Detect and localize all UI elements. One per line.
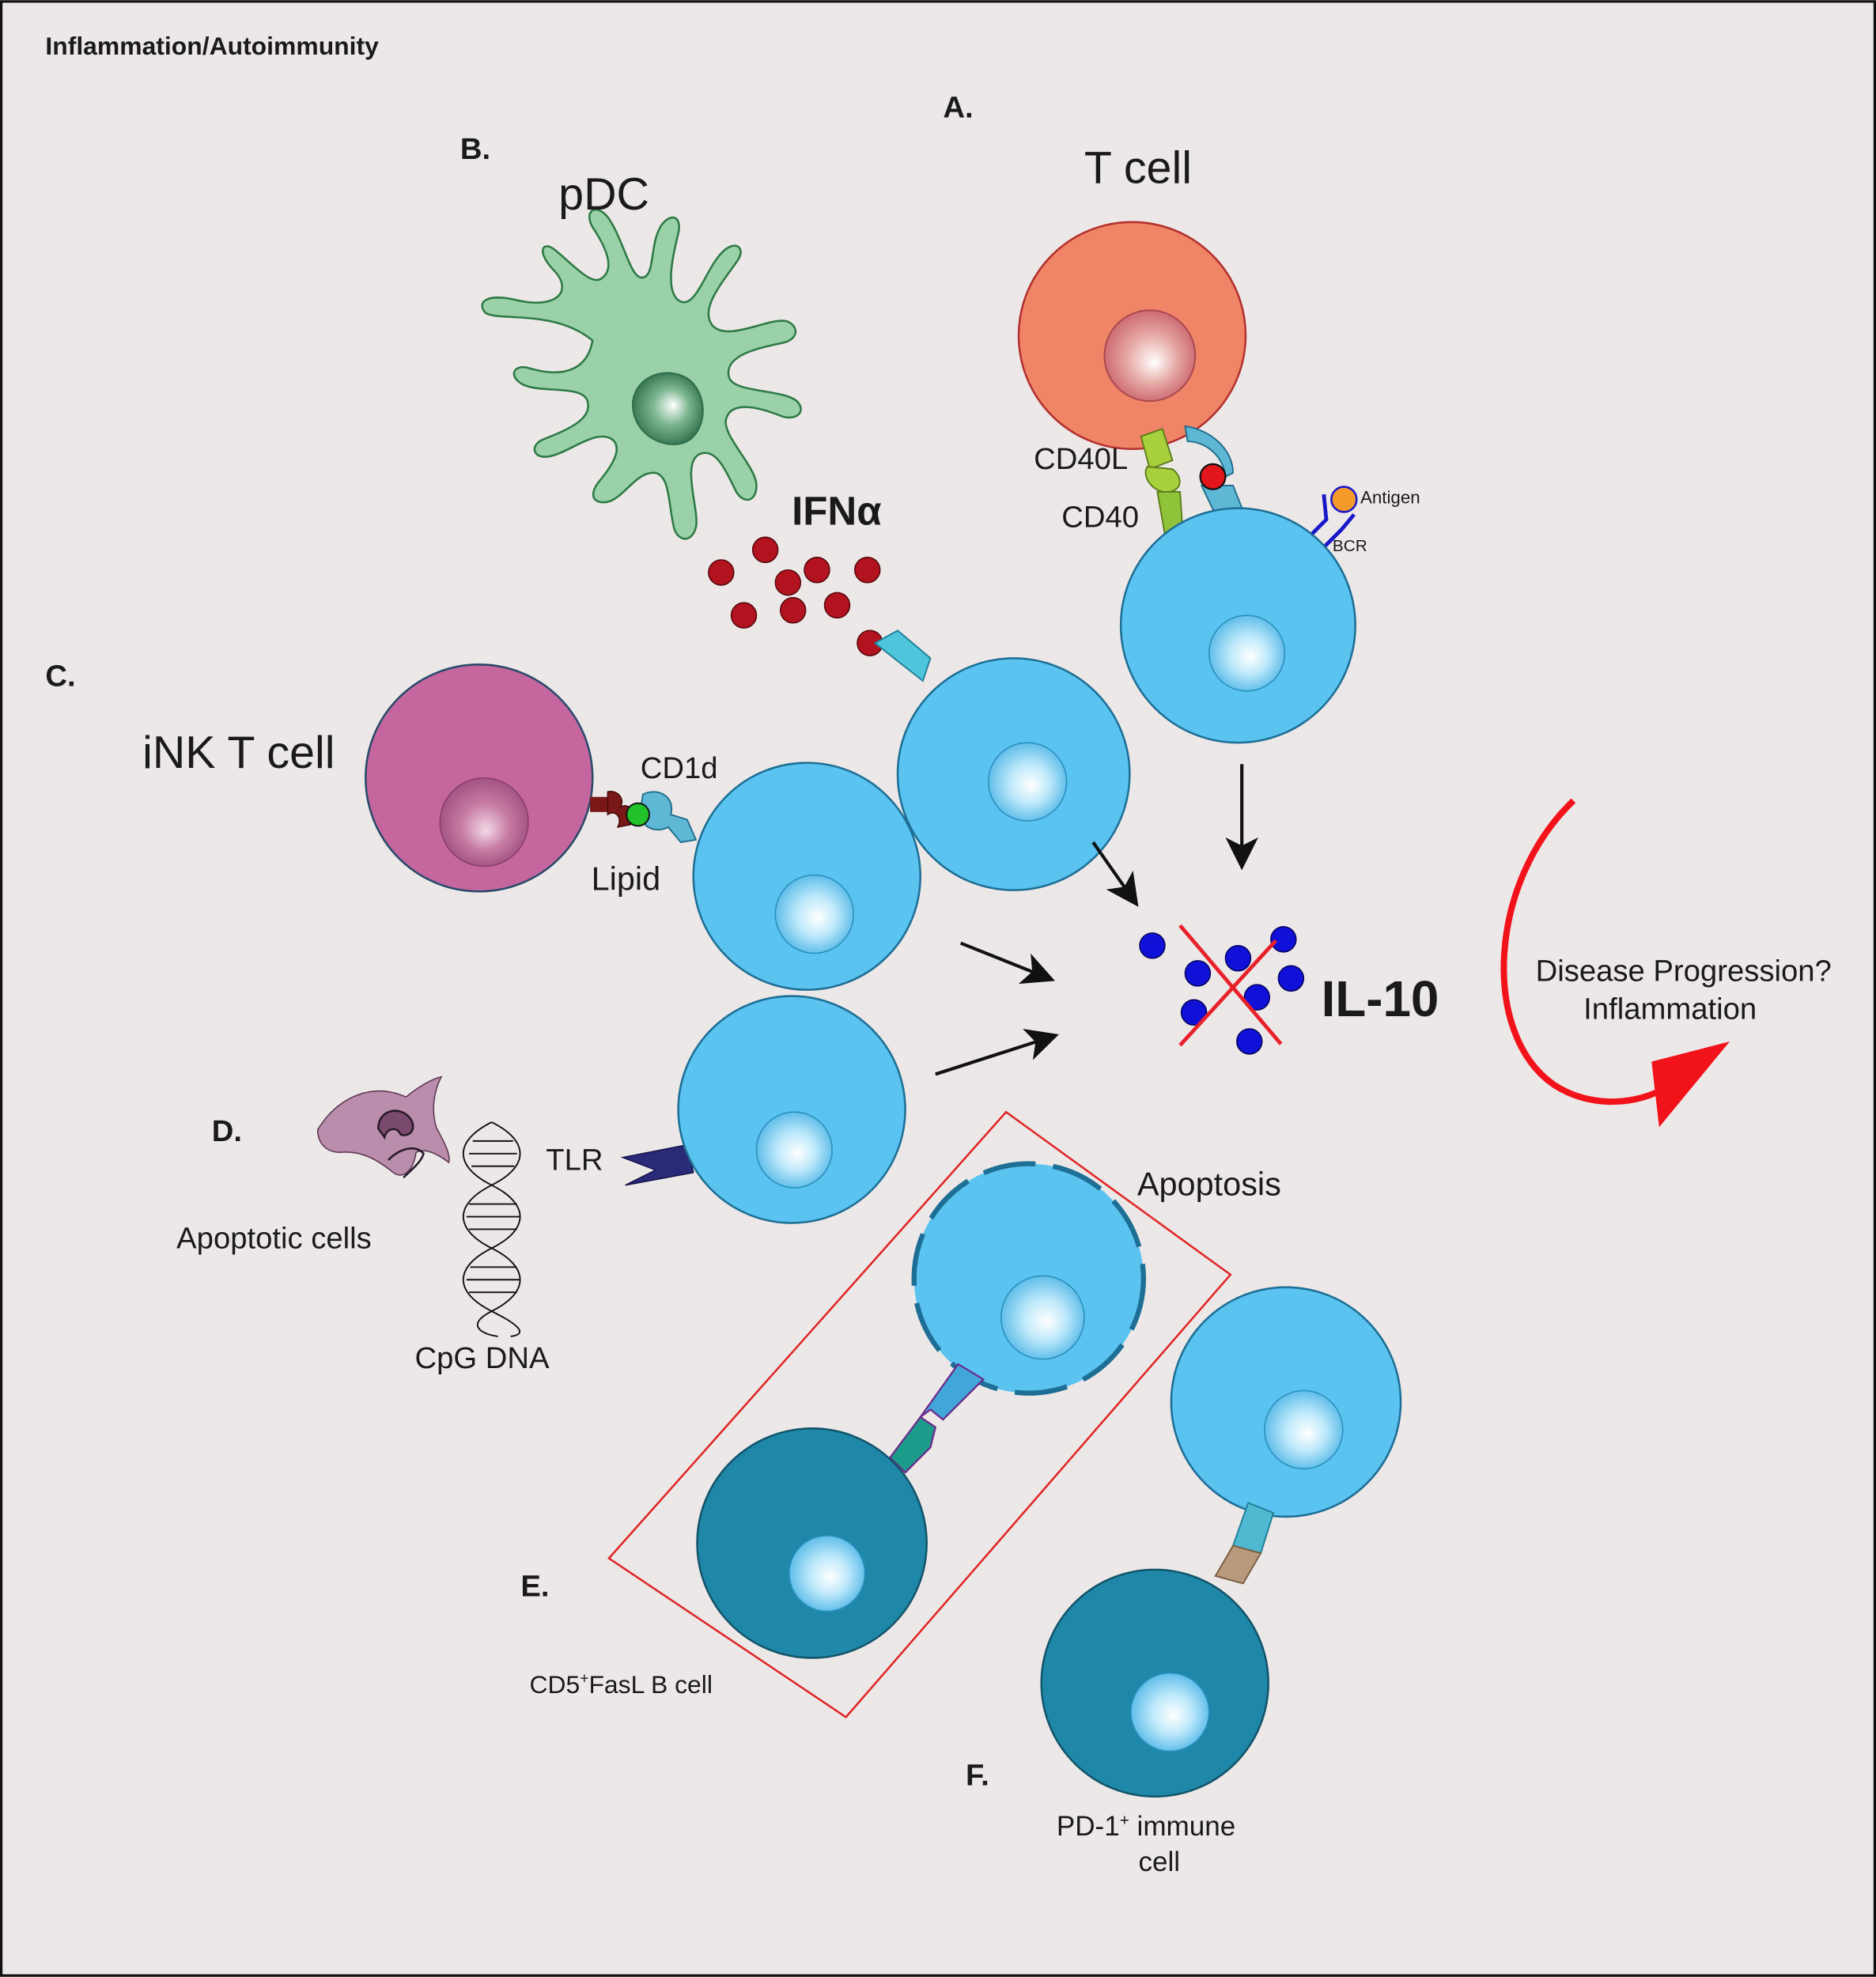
tlr-label: TLR xyxy=(546,1143,603,1178)
il10-cross-icon xyxy=(1178,924,1283,1047)
antigen-label: Antigen xyxy=(1360,487,1420,507)
inkt-label: iNK T cell xyxy=(142,728,335,778)
pd1-label-line2: cell xyxy=(1138,1847,1180,1877)
lipid-label: Lipid xyxy=(592,860,661,898)
ifna-label: IFNα xyxy=(792,488,882,533)
pd1-immune-cell xyxy=(1040,1568,1269,1798)
apoptotic-cell-icon xyxy=(316,1075,450,1179)
b-cell-panel-b xyxy=(896,657,1131,891)
inflammation-label: Inflammation xyxy=(1583,992,1757,1026)
pdc-cell xyxy=(481,208,802,540)
cpg-dna-icon xyxy=(462,1121,521,1337)
b-cell-panel-a xyxy=(1119,507,1356,744)
panel-e-label: E. xyxy=(520,1569,549,1603)
cd1d-label: CD1d xyxy=(641,751,718,785)
figure-title: Inflammation/Autoimmunity xyxy=(45,32,379,60)
pdc-label: pDC xyxy=(558,169,649,220)
t-cell xyxy=(1017,221,1247,451)
fas-fasl-pair xyxy=(888,1363,985,1474)
panel-a-label: A. xyxy=(943,90,973,124)
bcr-receptor xyxy=(1304,493,1356,551)
ifna-dots xyxy=(708,536,883,656)
pd1-label: PD-1+ immune xyxy=(1057,1811,1235,1842)
panel-b-label: B. xyxy=(460,132,490,166)
t-cell-label: T cell xyxy=(1084,142,1192,193)
cd40l-label: CD40L xyxy=(1034,442,1128,476)
apoptosis-label: Apoptosis xyxy=(1137,1165,1281,1202)
apoptotic-cells-label: Apoptotic cells xyxy=(176,1221,372,1255)
b-cell-panel-d xyxy=(677,995,906,1224)
disease-progression-label: Disease Progression? xyxy=(1536,954,1832,988)
antigen-icon xyxy=(1330,486,1358,513)
il10-dots xyxy=(1139,926,1305,1055)
apoptosis-box xyxy=(607,1110,1232,1719)
bcr-label: BCR xyxy=(1333,537,1367,555)
cpg-dna-label: CpG DNA xyxy=(414,1341,550,1375)
panel-c-label: C. xyxy=(45,659,75,693)
cd1d-lipid-complex xyxy=(590,791,698,844)
arrows-to-il10 xyxy=(935,764,1258,1076)
cd5-fasl-label: CD5+FasL B cell xyxy=(530,1670,713,1699)
panel-d-label: D. xyxy=(212,1114,242,1148)
cd5-fasl-b-cell xyxy=(696,1427,928,1659)
inkt-cell xyxy=(365,663,594,893)
b-cell-panel-c xyxy=(692,762,921,991)
pd1-pdl1-pair xyxy=(1214,1502,1275,1585)
cd40-label: CD40 xyxy=(1061,501,1139,535)
ifna-receptor xyxy=(873,629,932,682)
il10-label: IL-10 xyxy=(1322,970,1439,1027)
pd-l1-b-cell xyxy=(1170,1286,1402,1518)
panel-f-label: F. xyxy=(966,1758,989,1792)
disease-progression-arrow xyxy=(1500,798,1730,1128)
apoptotic-b-cell xyxy=(911,1161,1147,1396)
tlr-receptor xyxy=(620,1143,694,1186)
